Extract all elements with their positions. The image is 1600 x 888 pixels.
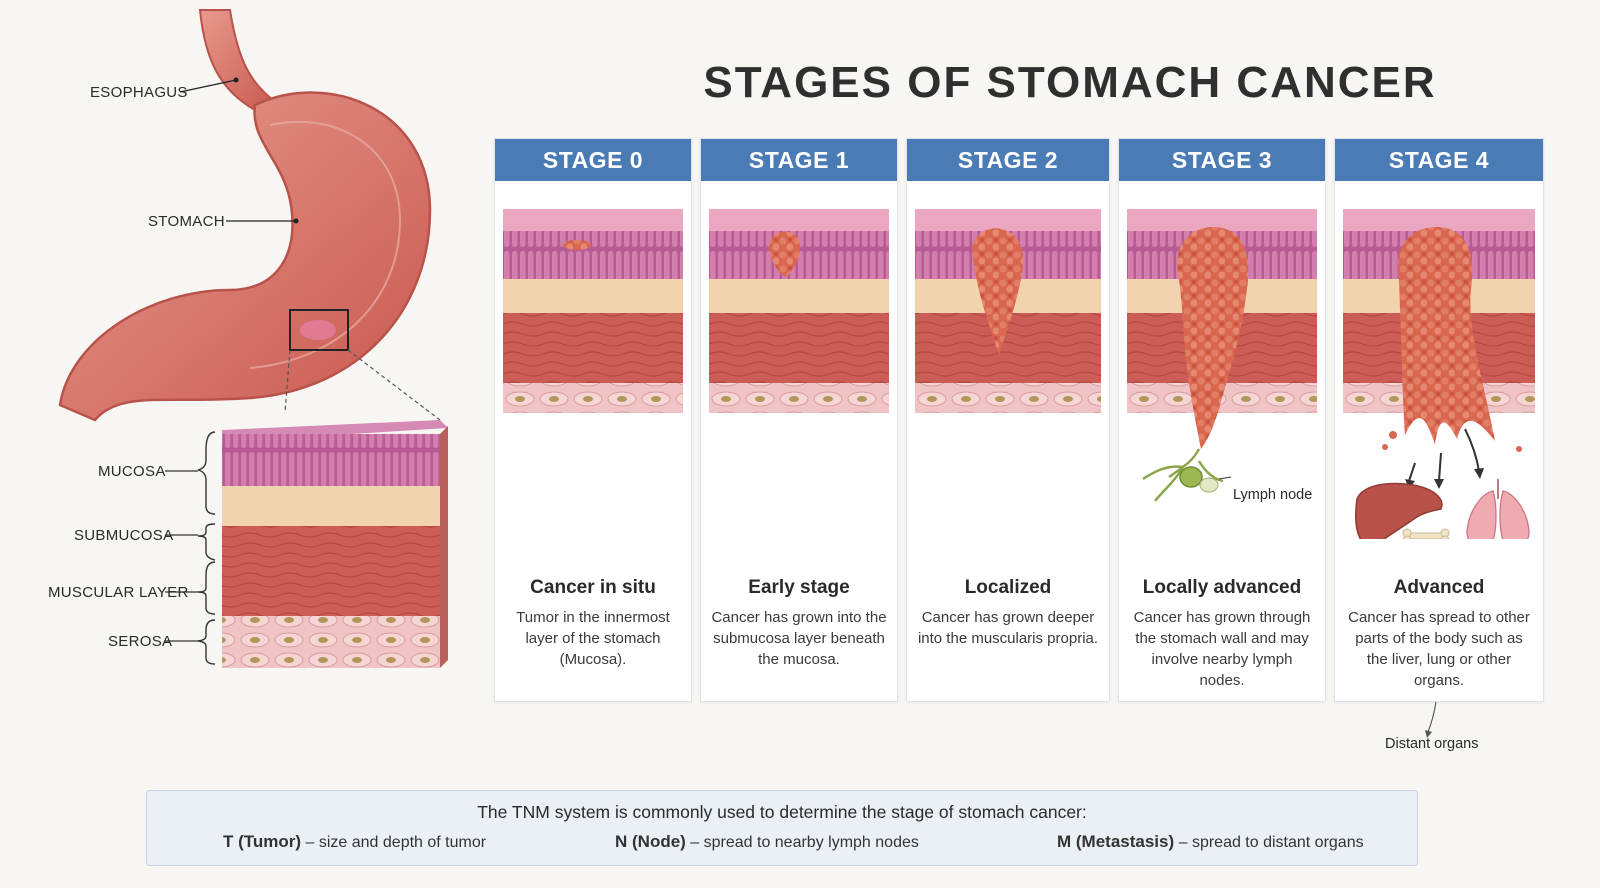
tnm-desc: – spread to distant organs <box>1178 834 1364 851</box>
stage-0-desc: Tumor in the innermost layer of the stom… <box>516 609 670 668</box>
stage-3-tissue <box>1127 209 1317 502</box>
stage-2-panel: STAGE 2 Localized Cancer has grown deepe… <box>906 138 1110 702</box>
tnm-desc: – size and depth of tumor <box>305 834 487 851</box>
stage-1-desc: Cancer has grown into the submucosa laye… <box>711 609 887 668</box>
stage-4-panel: STAGE 4 Advanced <box>1334 138 1544 702</box>
bone-icon <box>1402 528 1450 539</box>
tnm-item-tumor: T (Tumor) – size and depth of tumor <box>223 832 486 852</box>
distant-organs-label: Distant organs <box>1385 736 1479 752</box>
page-title: STAGES OF STOMACH CANCER <box>703 58 1437 107</box>
stomach-label: STOMACH <box>148 213 225 230</box>
tumor-mark <box>563 240 591 250</box>
stage-4-title: Advanced <box>1393 577 1485 598</box>
tnm-info-box: The TNM system is commonly used to deter… <box>146 790 1418 866</box>
anatomy-section: ESOPHAGUS STOMACH MUCOSA SUBMUCOSA MUSCU… <box>0 0 480 770</box>
tnm-intro-text: The TNM system is commonly used to deter… <box>477 802 1087 822</box>
tumor-mark <box>1177 227 1249 449</box>
lymph-node-icon <box>1179 466 1203 488</box>
tissue-block <box>165 420 448 668</box>
stage-4-header: STAGE 4 <box>1335 139 1543 181</box>
stage-1-tissue <box>709 209 889 413</box>
stage-3-title: Locally advanced <box>1142 577 1302 598</box>
liver-icon <box>1355 482 1443 539</box>
stage-4-tissue <box>1343 209 1535 539</box>
stage-0-panel: STAGE 0 Cancer in situ Tumor in the inne… <box>494 138 692 702</box>
tumor-mark <box>971 228 1023 355</box>
muscular-layer-label: MUSCULAR LAYER <box>48 584 189 601</box>
esophagus-label: ESOPHAGUS <box>90 84 188 101</box>
distant-organs-pointer <box>1425 701 1437 738</box>
stage-3-panel: STAGE 3 Lymph node Locally advanced Canc… <box>1118 138 1326 702</box>
serosa-label: SEROSA <box>108 633 173 650</box>
stage-2-desc: Cancer has grown deeper into the muscula… <box>917 609 1099 647</box>
stage-2-title: Localized <box>964 577 1052 598</box>
tnm-key: M (Metastasis) <box>1057 832 1175 851</box>
stomach-illustration <box>58 9 441 422</box>
stage-1-title: Early stage <box>748 577 850 598</box>
stage-1-panel: STAGE 1 Early stage Cancer has grown int… <box>700 138 898 702</box>
tumor-mark <box>768 231 801 277</box>
zoom-box <box>289 309 349 351</box>
stage-3-header: STAGE 3 <box>1119 139 1325 181</box>
stage-0-header: STAGE 0 <box>495 139 691 181</box>
stage-2-header: STAGE 2 <box>907 139 1109 181</box>
stage-0-tissue <box>503 209 683 413</box>
mucosa-label: MUCOSA <box>98 463 166 480</box>
stage-0-title: Cancer in situ <box>530 577 656 598</box>
tnm-desc: – spread to nearby lymph nodes <box>690 834 919 851</box>
tnm-key: T (Tumor) <box>223 832 302 851</box>
stage-3-desc: Cancer has grown through the stomach wal… <box>1133 609 1311 689</box>
lungs-icon <box>1466 479 1530 539</box>
stage-1-header: STAGE 1 <box>701 139 897 181</box>
stage-2-tissue <box>915 209 1101 413</box>
tnm-key: N (Node) <box>615 832 686 851</box>
tumor-mark <box>1397 227 1495 445</box>
lymph-node-label: Lymph node <box>1233 487 1313 503</box>
stage-4-desc: Cancer has spread to other parts of the … <box>1348 609 1530 689</box>
tnm-item-node: N (Node) – spread to nearby lymph nodes <box>615 832 919 852</box>
tnm-item-metastasis: M (Metastasis) – spread to distant organ… <box>1057 832 1364 852</box>
submucosa-label: SUBMUCOSA <box>74 527 174 544</box>
